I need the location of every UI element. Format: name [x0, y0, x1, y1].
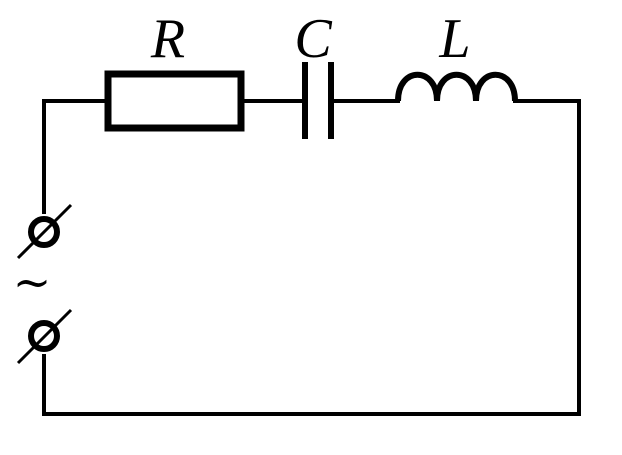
terminal-bottom [16, 308, 73, 365]
inductor-label: L [438, 8, 470, 70]
resistor-symbol [104, 70, 245, 132]
wire-left-top [42, 99, 110, 214]
terminal-top [16, 203, 73, 260]
wires [42, 99, 581, 416]
wire-return [42, 99, 581, 416]
capacitor-symbol [302, 62, 334, 139]
terminal-bottom-slash [16, 308, 73, 365]
terminal-top-slash [16, 203, 73, 260]
inductor-symbol [395, 71, 518, 102]
ac-source-label: ~ [13, 255, 52, 309]
capacitor-label: C [294, 8, 332, 70]
resistor-label: R [150, 8, 185, 70]
